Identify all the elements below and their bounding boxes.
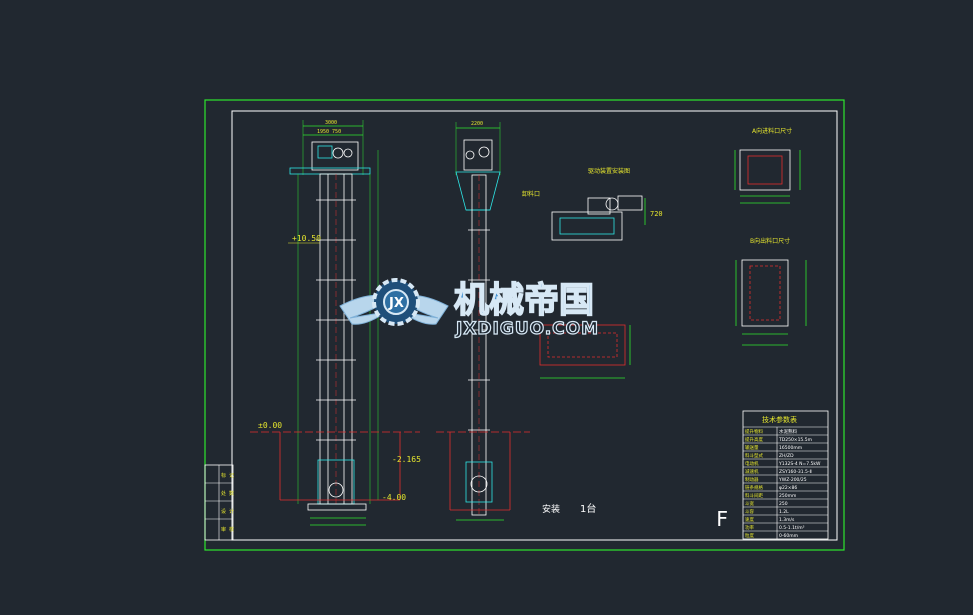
inlet-detail [734, 149, 801, 204]
title-cell-3: 审 核 [221, 526, 234, 533]
tech-table-key: 斗容 [745, 508, 754, 515]
elevation-top: +10.50 [292, 234, 321, 243]
drive-label: 驱动装置安装图 [588, 167, 630, 175]
tech-table-value: 1.2L [779, 509, 789, 515]
brand-en: JXDIGUO.COM [455, 319, 599, 339]
tech-table-value: 250 [779, 501, 788, 507]
drive-installation-detail [539, 195, 646, 379]
tech-table-value: YWZ-200/25 [778, 477, 807, 483]
tech-table-key: 斗宽 [745, 500, 754, 507]
tech-table-value: ZSY160-31.5-Ⅱ [779, 469, 812, 475]
revision-strip: 标 记 处 数 设 计 审 核 [204, 464, 234, 541]
tech-table-value: TD250×15.5m [778, 437, 812, 443]
brand-cn: 机械帝国 [454, 281, 594, 321]
top-dim-sub-label: 1950 750 [317, 129, 341, 135]
outlet-label: B向出料口尺寸 [750, 237, 790, 245]
elevation-bottom: -4.00 [382, 493, 406, 502]
tech-table-key: 输送量 [745, 444, 759, 451]
tech-table-value: 250mm [779, 493, 796, 499]
drawing-inner-frame [231, 110, 838, 541]
tech-table-value: 1.3m/s [779, 517, 795, 523]
tech-table-key: 粒度 [745, 532, 754, 539]
install-qty: 1台 [580, 502, 596, 515]
tech-table-key: 速度 [745, 516, 754, 523]
title-cell-2: 设 计 [221, 508, 234, 515]
tech-table-key: 电动机 [745, 460, 759, 467]
title-cell-1: 处 数 [221, 490, 234, 497]
tech-table-value: ZH/ZD [779, 453, 794, 459]
tech-table-key: 链条规格 [745, 484, 763, 491]
tech-table-value: 16500mm [779, 445, 802, 451]
side-top-dim-label: 2200 [471, 121, 483, 127]
tech-table-key: 提升物料 [745, 428, 763, 435]
elevator-side-elevation [436, 122, 530, 521]
tech-table-value: 水泥熟料 [779, 428, 797, 435]
tech-table-key: 功率 [745, 524, 754, 531]
inlet-label: A向进料口尺寸 [752, 127, 792, 135]
svg-text:JX: JX [388, 296, 404, 311]
top-dim-label: 3000 [325, 120, 337, 126]
elevation-ground: ±0.00 [258, 421, 282, 430]
tech-table-value: 0-60mm [779, 533, 798, 539]
drive-dim: 720 [650, 210, 663, 218]
outlet-detail [735, 259, 807, 346]
sheet-mark: F [716, 507, 728, 531]
drawing-outer-frame [204, 99, 845, 551]
tech-table-value: 0.5-1.1t/m³ [779, 525, 805, 531]
tech-table-key: 提升高度 [745, 436, 763, 443]
title-cell-0: 标 记 [221, 472, 234, 479]
tech-table-key: 减速机 [745, 468, 759, 475]
watermark-logo: JX 机械帝国 JXDIGUO.COM [339, 278, 599, 340]
tech-table-key: 制动器 [745, 476, 759, 483]
tech-table-value: Y132S-4 N=7.5kW [778, 461, 821, 467]
feed-label: 卸料口 [522, 190, 540, 198]
tech-table-title: 技术参数表 [762, 415, 797, 424]
tech-table-key: 料斗型式 [745, 452, 763, 459]
elevator-front-elevation [250, 120, 420, 526]
tech-table-key: 料斗间距 [745, 492, 763, 499]
elevation-pit: -2.165 [392, 455, 421, 464]
install-note: 安装 [542, 503, 560, 515]
tech-table-value: φ22×86 [779, 485, 797, 491]
